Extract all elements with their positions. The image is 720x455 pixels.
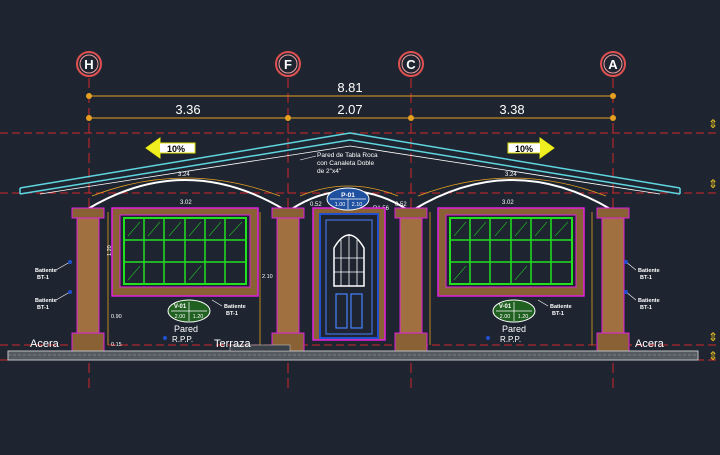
wall-right-2: R.P.P. bbox=[500, 335, 521, 344]
wall-left-2: R.P.P. bbox=[172, 335, 193, 344]
axis-label-h: H bbox=[84, 57, 93, 72]
roof-note: Pared de Tabla Roca con Canaleta Doble d… bbox=[317, 152, 378, 175]
dim-overall: 8.81 bbox=[337, 80, 362, 95]
batiente-labels: Batiente BT-1 Batiente BT-1 Batiente BT-… bbox=[35, 268, 660, 317]
roof-note-3: de 2"x4" bbox=[317, 168, 342, 175]
level-marker-3: ⇕ bbox=[708, 330, 718, 344]
axis-bubble-a: A bbox=[600, 51, 626, 77]
ground bbox=[7, 344, 699, 361]
arch-dim-right: 3.24 bbox=[505, 172, 517, 178]
height-col: 2.10 bbox=[262, 274, 273, 280]
dimension-lines bbox=[89, 95, 613, 119]
terrace-label: Terraza bbox=[214, 338, 252, 350]
batiente-1: Batiente bbox=[35, 268, 57, 274]
axis-bubble-c: C bbox=[398, 51, 424, 77]
sidewalk-left: Acera bbox=[30, 338, 60, 350]
door-tag-c: 2.10 bbox=[352, 202, 363, 208]
axis-bubble-f: F bbox=[275, 51, 301, 77]
arch-dimensions bbox=[91, 177, 607, 197]
roof-inner bbox=[39, 145, 661, 195]
win-tag-left-a: V-01 bbox=[174, 304, 187, 310]
dim-span-3: 3.38 bbox=[499, 102, 524, 117]
door-tag: P-01 1.00 2.10 bbox=[326, 187, 370, 211]
columns bbox=[71, 207, 630, 356]
batiente-1-code: BT-1 bbox=[37, 275, 49, 281]
arch-dim-left: 3.24 bbox=[178, 172, 190, 178]
win-tag-left-c: 1.20 bbox=[193, 314, 204, 320]
win-tag-right-c: 1.20 bbox=[518, 314, 529, 320]
column-c bbox=[394, 207, 428, 356]
level-marker-2: ⇕ bbox=[708, 177, 718, 191]
door-tag-a: P-01 bbox=[341, 192, 355, 199]
batiente-6: Batiente bbox=[638, 298, 660, 304]
level-marker-1: ⇕ bbox=[708, 117, 718, 131]
wall-left-1: Pared bbox=[174, 324, 198, 334]
win-width-left: 3.02 bbox=[180, 200, 192, 206]
win-tag-right-a: V-01 bbox=[499, 304, 512, 310]
level-marker-4: ⇕ bbox=[708, 349, 718, 363]
door-tag-b: 1.00 bbox=[335, 202, 346, 208]
win-tag-right-b: 2.00 bbox=[500, 314, 511, 320]
batiente-5: Batiente bbox=[638, 268, 660, 274]
height-win-sill: 0.90 bbox=[111, 314, 122, 320]
door bbox=[312, 207, 386, 341]
batiente-2: Batiente bbox=[35, 298, 57, 304]
axis-label-f: F bbox=[284, 57, 292, 72]
dim-span-1: 3.36 bbox=[175, 102, 200, 117]
column-f bbox=[271, 207, 305, 356]
slope-arrow-right: 10% bbox=[507, 137, 555, 159]
batiente-6-code: BT-1 bbox=[640, 305, 652, 311]
roof bbox=[19, 132, 681, 195]
win-tag-left-b: 2.00 bbox=[175, 314, 186, 320]
level-markers: ⇕ ⇕ ⇕ ⇕ bbox=[708, 117, 718, 363]
batiente-markers bbox=[68, 260, 628, 340]
batiente-3-code: BT-1 bbox=[226, 311, 238, 317]
roof-note-2: con Canaleta Doble bbox=[317, 160, 374, 167]
roof-note-1: Pared de Tabla Roca bbox=[317, 152, 378, 159]
window-left bbox=[111, 207, 259, 297]
axis-bubble-h: H bbox=[76, 51, 102, 77]
height-base: 0.15 bbox=[111, 342, 122, 348]
height-win-top: 1.20 bbox=[107, 245, 113, 256]
slope-left: 10% bbox=[167, 144, 185, 154]
window-tag-left: V-01 2.00 1.20 bbox=[167, 299, 211, 323]
dimension-ticks bbox=[86, 93, 616, 121]
window-tag-right: V-01 2.00 1.20 bbox=[492, 299, 536, 323]
batiente-5-code: BT-1 bbox=[640, 275, 652, 281]
height-dims bbox=[107, 212, 593, 345]
batiente-3: Batiente bbox=[224, 304, 246, 310]
window-right bbox=[437, 207, 585, 297]
wall-right-1: Pared bbox=[502, 324, 526, 334]
slope-right: 10% bbox=[515, 144, 533, 154]
slope-arrow-left: 10% bbox=[145, 137, 196, 159]
column-a bbox=[596, 207, 630, 356]
column-h bbox=[71, 207, 105, 356]
batiente-2-code: BT-1 bbox=[37, 305, 49, 311]
axis-label-c: C bbox=[406, 57, 416, 72]
col-small-left: 0.52 bbox=[310, 202, 322, 208]
sidewalk-right: Acera bbox=[635, 338, 665, 350]
win-width-right: 3.02 bbox=[502, 200, 514, 206]
dim-span-2: 2.07 bbox=[337, 102, 362, 117]
axis-label-a: A bbox=[608, 57, 618, 72]
batiente-4-code: BT-1 bbox=[552, 311, 564, 317]
batiente-4: Batiente bbox=[550, 304, 572, 310]
col-small-right: 0.52 bbox=[395, 202, 407, 208]
batiente-leaders bbox=[55, 261, 637, 307]
